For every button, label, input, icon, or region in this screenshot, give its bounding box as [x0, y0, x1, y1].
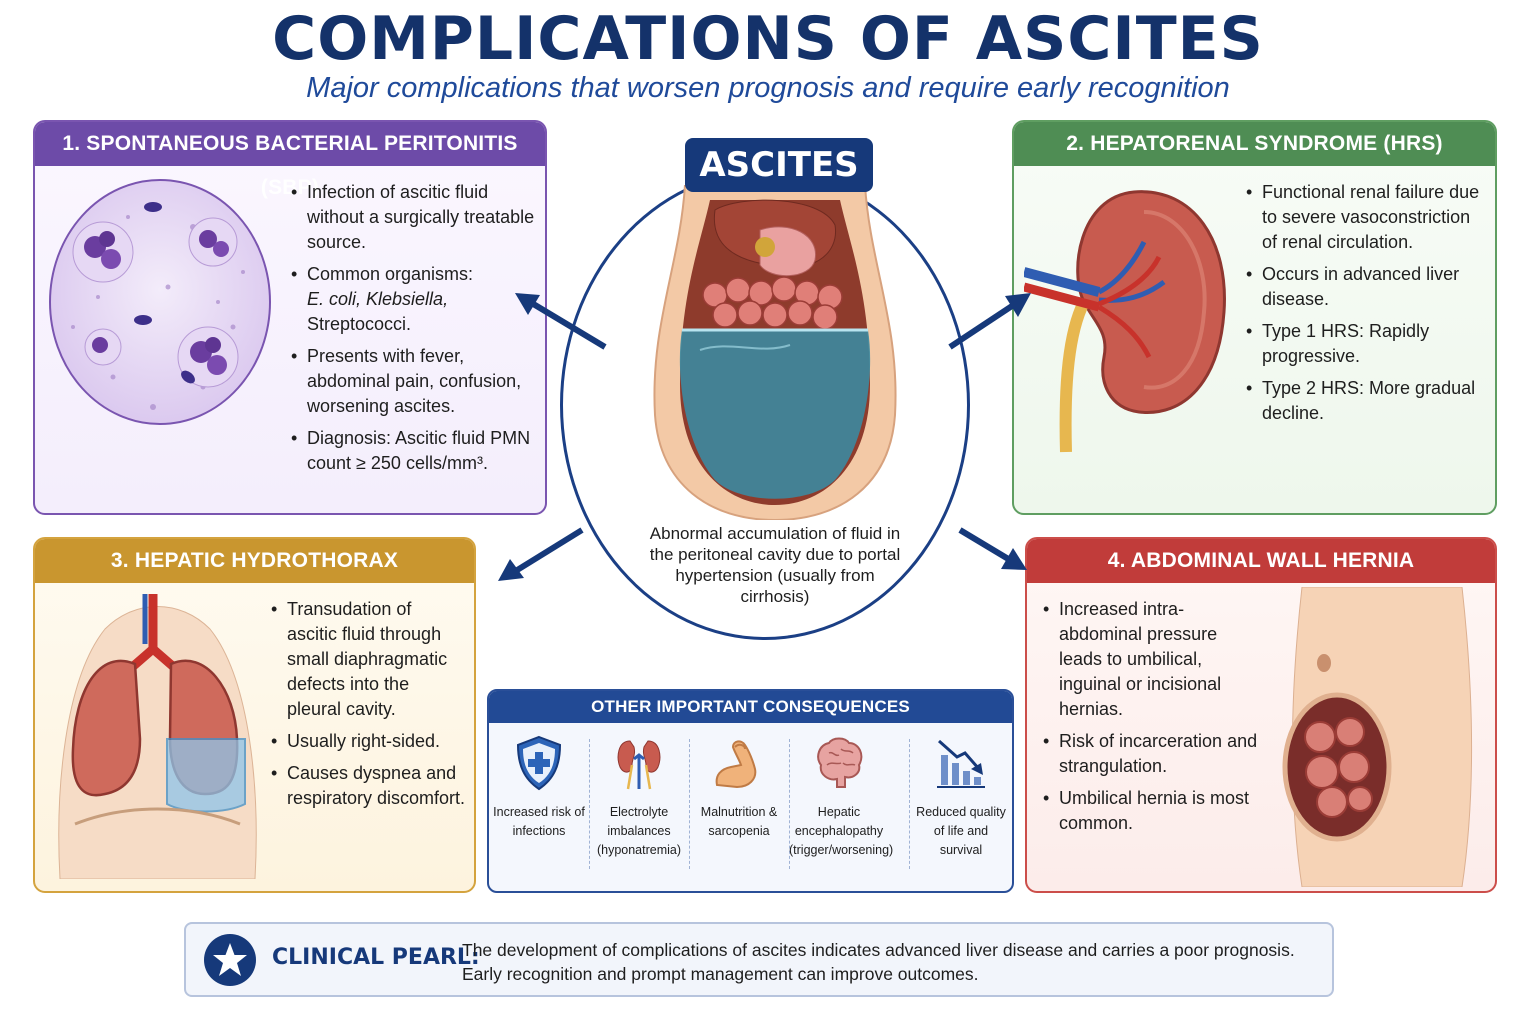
sbp-bullet-list: Infection of ascitic fluid without a sur… — [291, 180, 536, 483]
consequence-label: Electrolyte imbalances (hyponatremia) — [596, 805, 682, 857]
consequence-label: Increased risk of infections — [493, 805, 585, 838]
hrs-bullet: Occurs in advanced liver disease. — [1246, 262, 1486, 312]
other-consequences-title: OTHER IMPORTANT CONSEQUENCES — [489, 691, 1012, 723]
sbp-panel-title: 1. SPONTANEOUS BACTERIAL PERITONITIS (SB… — [35, 122, 545, 199]
divider — [909, 739, 910, 869]
clinical-pearl-box: CLINICAL PEARL: The development of compl… — [184, 922, 1334, 997]
consequence-label: Reduced quality of life and survival — [916, 805, 1006, 857]
consequence-quality-of-life: Reduced quality of life and survival — [911, 735, 1011, 860]
hydrothorax-bullet: Transudation of ascitic fluid through sm… — [271, 597, 466, 722]
sbp-bullet: Common organisms:E. coli, Klebsiella,Str… — [291, 262, 536, 337]
other-consequences-panel: OTHER IMPORTANT CONSEQUENCES Increased r… — [487, 689, 1014, 893]
hernia-illustration — [1282, 587, 1472, 887]
consequence-encephalopathy: Hepatic encephalopathy (trigger/worsenin… — [789, 735, 893, 860]
flexed-arm-icon — [715, 740, 757, 789]
hrs-bullet: Type 1 HRS: Rapidly progressive. — [1246, 319, 1486, 369]
hrs-panel-title: 2. HEPATORENAL SYNDROME (HRS) — [1014, 122, 1495, 166]
sbp-bullet: Infection of ascitic fluid without a sur… — [291, 180, 536, 255]
declining-chart-icon — [937, 739, 985, 788]
sbp-organisms: E. coli, Klebsiella, — [307, 289, 449, 309]
hernia-panel-title: 4. ABDOMINAL WALL HERNIA — [1027, 539, 1495, 583]
hydrothorax-bullet: Causes dyspnea and respiratory discomfor… — [271, 761, 466, 811]
hernia-bullet-list: Increased intra-abdominal pressure leads… — [1043, 597, 1263, 843]
clinical-pearl-text: The development of complications of asci… — [462, 940, 1295, 984]
consequence-label: Malnutrition & sarcopenia — [700, 805, 778, 838]
arrow-to-hydrothorax-icon — [498, 527, 584, 581]
sbp-panel: 1. SPONTANEOUS BACTERIAL PERITONITIS (SB… — [33, 120, 547, 515]
kidneys-icon — [617, 740, 661, 790]
divider — [689, 739, 690, 869]
arrow-to-hrs-icon — [948, 293, 1031, 350]
hydrothorax-panel-title: 3. HEPATIC HYDROTHORAX — [35, 539, 474, 583]
page-subtitle: Major complications that worsen prognosi… — [306, 72, 1230, 104]
hydrothorax-panel: 3. HEPATIC HYDROTHORAX Transudation of a… — [33, 537, 476, 893]
hydrothorax-bullet-list: Transudation of ascitic fluid through sm… — [271, 597, 466, 818]
kidney-illustration — [1024, 190, 1226, 453]
hernia-panel: 4. ABDOMINAL WALL HERNIA Increased intra… — [1025, 537, 1497, 893]
arrow-to-hernia-icon — [958, 527, 1027, 570]
consequence-infections: Increased risk of infections — [489, 735, 589, 841]
shield-cross-icon — [516, 735, 562, 791]
ascites-badge: ASCITES — [685, 138, 873, 192]
hydrothorax-bullet: Usually right-sided. — [271, 729, 466, 754]
clinical-pearl-label: CLINICAL PEARL: — [272, 945, 480, 970]
sbp-bullet: Diagnosis: Ascitic fluid PMN count ≥ 250… — [291, 426, 536, 476]
consequence-electrolytes: Electrolyte imbalances (hyponatremia) — [589, 735, 689, 860]
hrs-bullet: Functional renal failure due to severe v… — [1246, 180, 1486, 255]
star-icon — [204, 934, 256, 986]
brain-icon — [817, 737, 863, 788]
bacteria-microscopy-illustration — [49, 179, 271, 425]
page-title: COMPLICATIONS OF ASCITES — [272, 4, 1264, 74]
hrs-panel: 2. HEPATORENAL SYNDROME (HRS) Functional… — [1012, 120, 1497, 515]
divider — [789, 739, 790, 869]
hrs-bullet-list: Functional renal failure due to severe v… — [1246, 180, 1486, 433]
arrow-to-sbp-icon — [515, 293, 607, 350]
ascites-definition: Abnormal accumulation of fluid in the pe… — [649, 524, 901, 606]
consequence-malnutrition: Malnutrition & sarcopenia — [689, 735, 789, 841]
consequence-label: Hepatic encephalopathy (trigger/worsenin… — [789, 805, 894, 857]
hernia-bullet: Increased intra-abdominal pressure leads… — [1043, 597, 1263, 722]
hernia-bullet: Risk of incarceration and strangulation. — [1043, 729, 1263, 779]
hrs-bullet: Type 2 HRS: More gradual decline. — [1246, 376, 1486, 426]
sbp-bullet: Presents with fever, abdominal pain, con… — [291, 344, 536, 419]
divider — [589, 739, 590, 869]
lungs-illustration — [58, 594, 257, 879]
abdomen-ascites-illustration — [653, 185, 897, 520]
hernia-bullet: Umbilical hernia is most common. — [1043, 786, 1263, 836]
